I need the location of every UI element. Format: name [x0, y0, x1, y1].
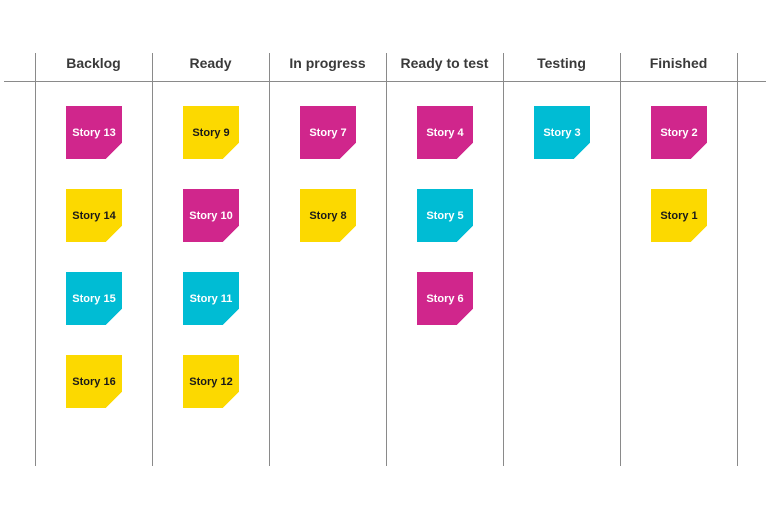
story-card-label: Story 6	[426, 292, 464, 305]
story-card-label: Story 5	[426, 209, 464, 222]
story-card-label: Story 13	[72, 126, 116, 139]
story-card-story-14[interactable]: Story 14	[66, 189, 122, 242]
column-divider	[269, 53, 270, 466]
story-card-label: Story 1	[660, 209, 698, 222]
story-card-story-4[interactable]: Story 4	[417, 106, 473, 159]
page-curl-icon	[457, 143, 473, 159]
story-card-story-13[interactable]: Story 13	[66, 106, 122, 159]
story-card-story-15[interactable]: Story 15	[66, 272, 122, 325]
story-card-story-9[interactable]: Story 9	[183, 106, 239, 159]
column-divider	[503, 53, 504, 466]
story-card-label: Story 12	[189, 375, 233, 388]
story-card-label: Story 8	[309, 209, 347, 222]
story-card-story-1[interactable]: Story 1	[651, 189, 707, 242]
page-curl-icon	[457, 309, 473, 325]
column-header-testing: Testing	[537, 55, 586, 71]
story-card-label: Story 10	[189, 209, 233, 222]
story-card-label: Story 11	[189, 292, 233, 305]
story-card-label: Story 16	[72, 375, 116, 388]
page-curl-icon	[340, 143, 356, 159]
story-card-story-11[interactable]: Story 11	[183, 272, 239, 325]
story-card-story-7[interactable]: Story 7	[300, 106, 356, 159]
page-curl-icon	[457, 226, 473, 242]
page-curl-icon	[106, 143, 122, 159]
column-header-ready-to-test: Ready to test	[400, 55, 489, 71]
column-divider	[737, 53, 738, 466]
column-header-ready: Ready	[189, 55, 232, 71]
column-header-finished: Finished	[649, 55, 708, 71]
page-curl-icon	[223, 392, 239, 408]
page-curl-icon	[106, 226, 122, 242]
story-card-label: Story 4	[426, 126, 464, 139]
story-card-story-8[interactable]: Story 8	[300, 189, 356, 242]
story-card-story-2[interactable]: Story 2	[651, 106, 707, 159]
story-card-story-16[interactable]: Story 16	[66, 355, 122, 408]
story-card-story-5[interactable]: Story 5	[417, 189, 473, 242]
page-curl-icon	[106, 309, 122, 325]
header-divider	[4, 81, 766, 82]
story-card-label: Story 3	[543, 126, 581, 139]
story-card-label: Story 2	[660, 126, 698, 139]
story-card-story-10[interactable]: Story 10	[183, 189, 239, 242]
column-header-backlog: Backlog	[66, 55, 121, 71]
column-divider	[35, 53, 36, 466]
page-curl-icon	[340, 226, 356, 242]
story-card-story-6[interactable]: Story 6	[417, 272, 473, 325]
story-card-story-3[interactable]: Story 3	[534, 106, 590, 159]
page-curl-icon	[574, 143, 590, 159]
page-curl-icon	[223, 309, 239, 325]
column-header-in-progress: In progress	[289, 55, 366, 71]
page-curl-icon	[106, 392, 122, 408]
page-curl-icon	[691, 226, 707, 242]
story-card-label: Story 15	[72, 292, 116, 305]
column-divider	[620, 53, 621, 466]
page-curl-icon	[691, 143, 707, 159]
column-divider	[386, 53, 387, 466]
page-curl-icon	[223, 226, 239, 242]
page-curl-icon	[223, 143, 239, 159]
story-card-label: Story 14	[72, 209, 116, 222]
column-divider	[152, 53, 153, 466]
story-card-story-12[interactable]: Story 12	[183, 355, 239, 408]
story-card-label: Story 7	[309, 126, 347, 139]
story-card-label: Story 9	[192, 126, 230, 139]
